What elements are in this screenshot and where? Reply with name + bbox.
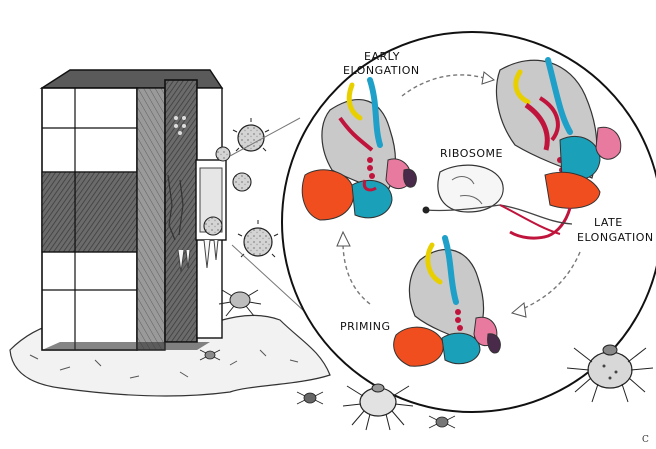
label-early-line2: ELONGATION (343, 64, 420, 77)
virus-particle (204, 217, 222, 235)
label-ribosome: RIBOSOME (440, 147, 503, 160)
microscope-dark-panel (75, 172, 137, 252)
virus-particle (216, 147, 230, 161)
label-early-line1: EARLY (364, 50, 400, 63)
microscope (42, 70, 226, 350)
microscope-column (165, 80, 197, 342)
tick-bottom-left (297, 392, 323, 404)
label-late-line2: ELONGATION (577, 231, 654, 244)
virus-particle (233, 118, 269, 151)
virus-particle (233, 173, 251, 191)
virus-particle (238, 220, 278, 257)
tick-bottom-center (429, 416, 455, 428)
tick-on-rock (219, 290, 261, 316)
signature: C (642, 435, 649, 445)
label-priming: PRIMING (340, 320, 391, 333)
label-late-line1: LATE (594, 216, 623, 229)
